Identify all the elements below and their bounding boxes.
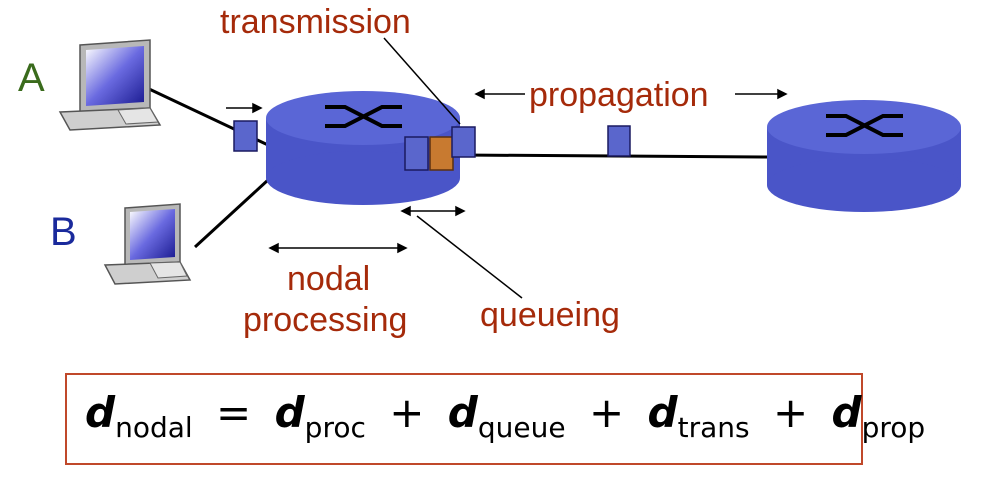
- d-proc: dproc: [274, 388, 366, 444]
- router-icon: [767, 100, 961, 212]
- equals-sign: =: [216, 388, 252, 437]
- packet-icon: [607, 125, 631, 157]
- nodal-delay-formula: dnodal = dproc + dqueue + dtrans + dprop: [85, 388, 925, 444]
- nodal-processing-arrow: [268, 242, 408, 254]
- link-b-router: [193, 178, 270, 249]
- nodal-label: nodal: [287, 260, 371, 298]
- queueing-label: queueing: [480, 296, 620, 334]
- queueing-arrow: [400, 205, 466, 217]
- plus-sign: +: [588, 388, 625, 437]
- d-queue: dqueue: [447, 388, 566, 444]
- transmission-label: transmission: [220, 3, 411, 41]
- d-trans: dtrans: [647, 388, 750, 444]
- plus-sign: +: [772, 388, 809, 437]
- host-a-label: A: [18, 56, 45, 100]
- packet-icon: [233, 120, 258, 152]
- propagation-arrow: [474, 88, 788, 100]
- packet-icon: [451, 126, 476, 158]
- arrow-icon: [226, 102, 263, 114]
- processing-label: processing: [243, 301, 408, 339]
- propagation-label: propagation: [529, 76, 709, 114]
- desktop-computer-icon: [103, 203, 192, 285]
- formula-box: [65, 373, 863, 465]
- packet-icon: [429, 136, 454, 171]
- packet-icon: [404, 136, 429, 171]
- d-prop: dprop: [831, 388, 926, 444]
- desktop-computer-icon: [58, 39, 162, 131]
- d-nodal: dnodal: [85, 388, 193, 444]
- host-b-label: B: [50, 210, 77, 254]
- transmission-pointer: [383, 37, 461, 125]
- plus-sign: +: [389, 388, 425, 437]
- queueing-pointer: [416, 215, 523, 299]
